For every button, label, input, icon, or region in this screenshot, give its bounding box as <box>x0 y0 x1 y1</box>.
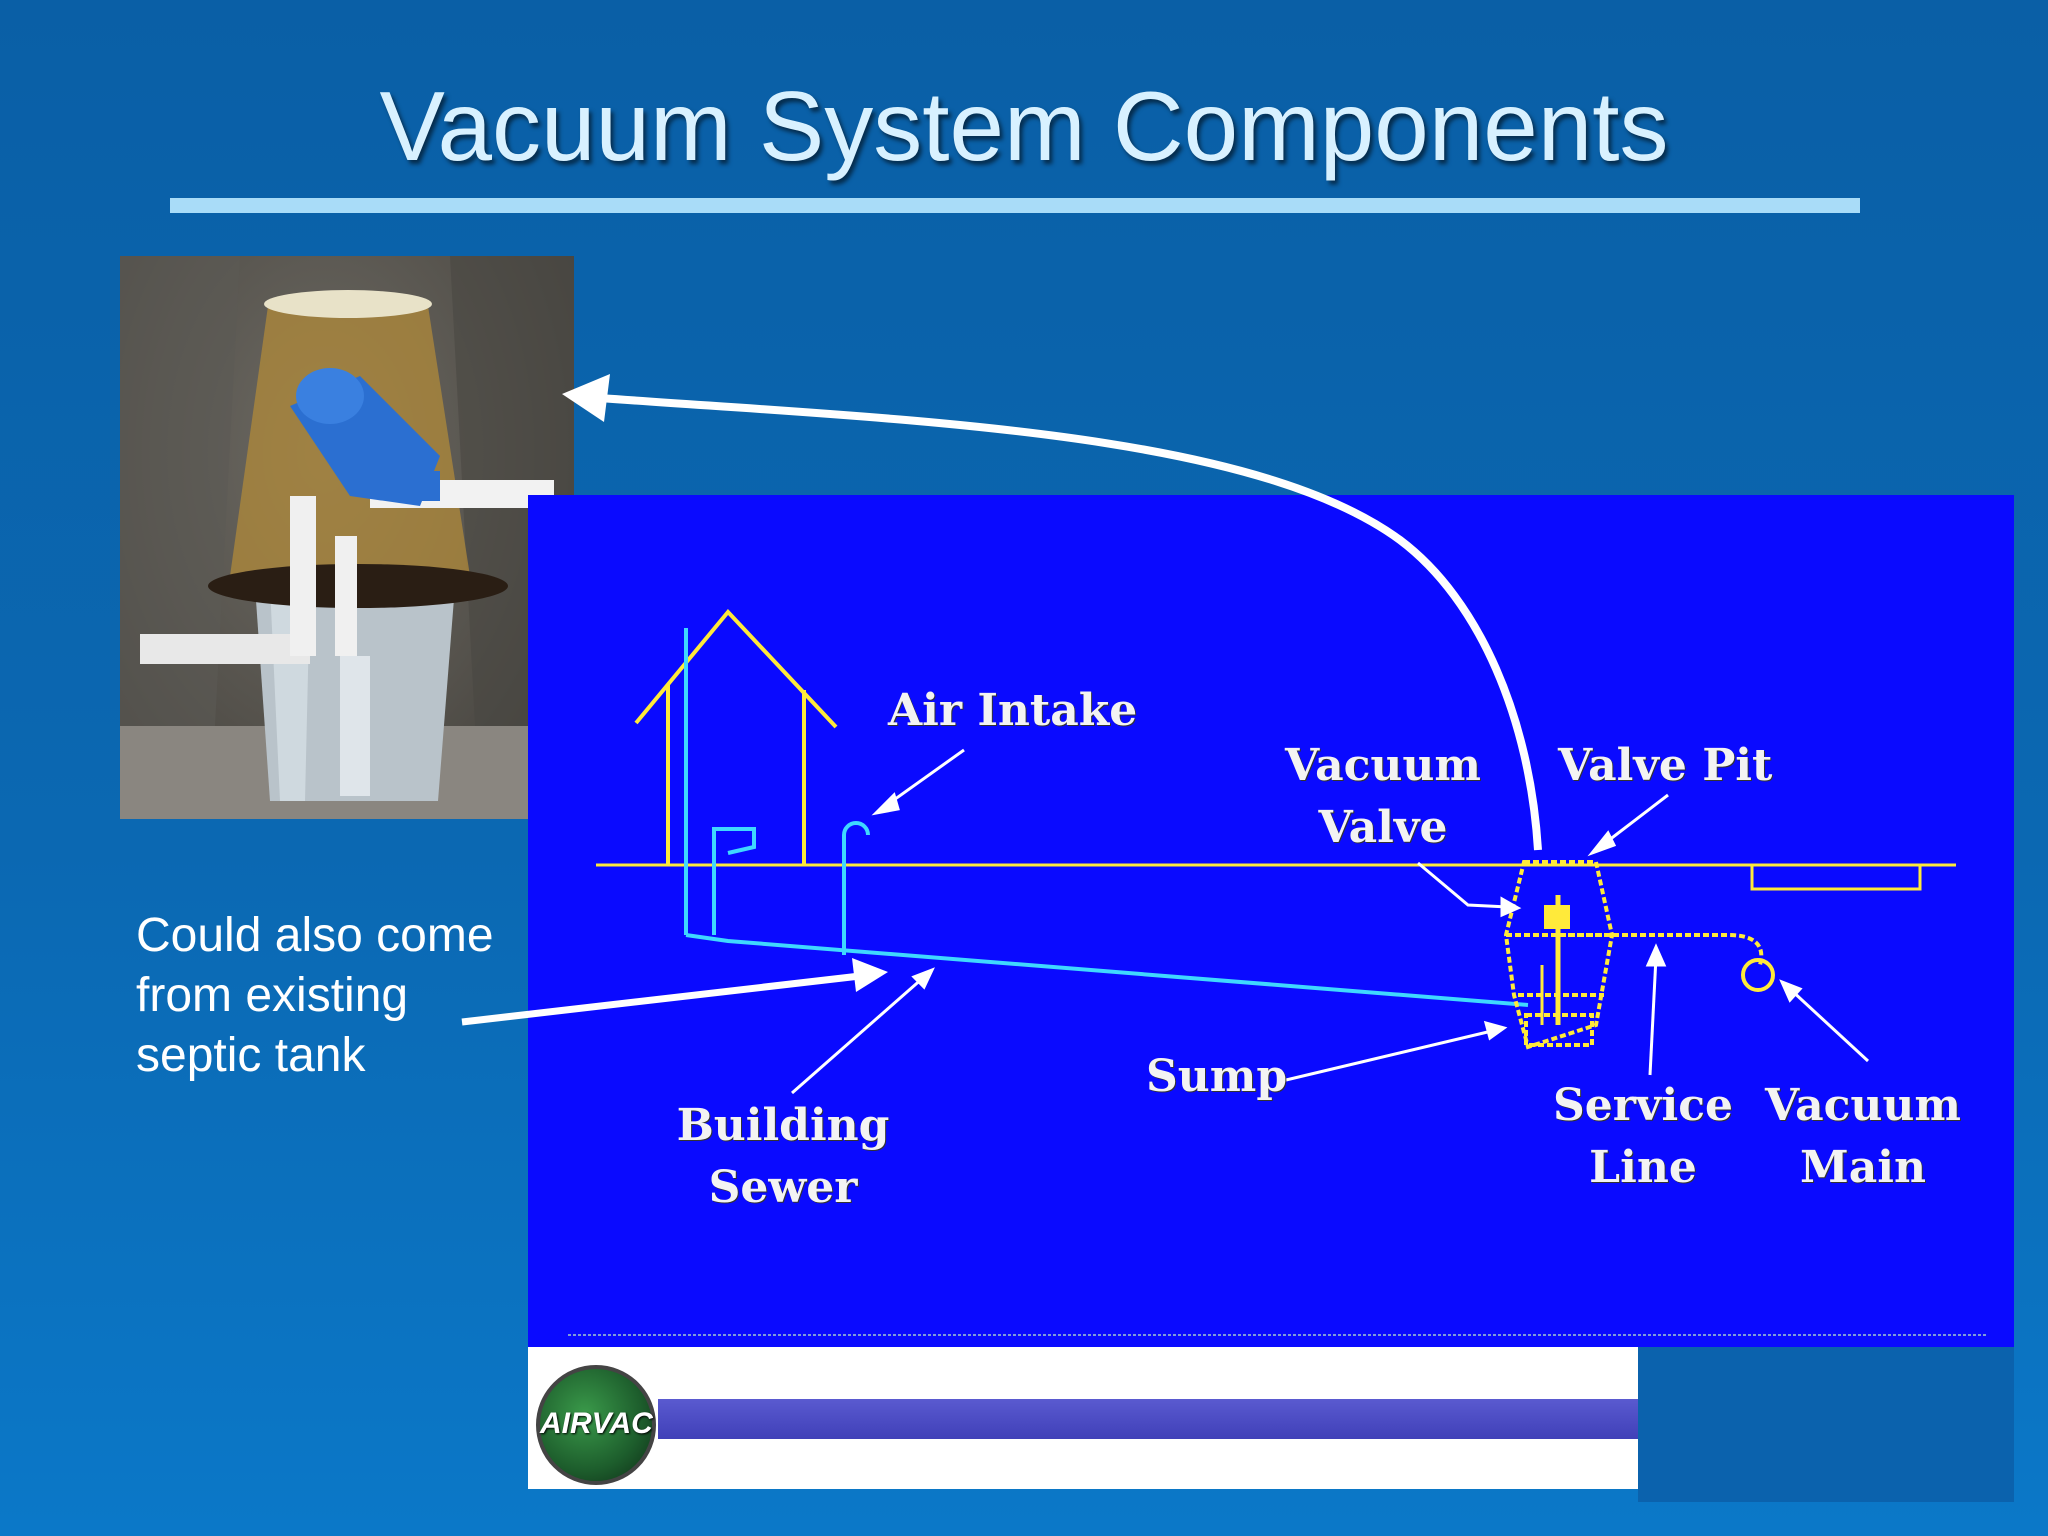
septic-note-arrow <box>461 972 861 1026</box>
airvac-logo: AIRVAC <box>536 1365 656 1485</box>
label-building-sewer-line-1: Building <box>676 1100 890 1151</box>
label-valve-pit: Valve Pit <box>1558 740 1773 791</box>
label-building-sewer-line-2: Sewer <box>708 1162 858 1213</box>
footer-band <box>658 1399 1638 1439</box>
label-service-line-line-2: Line <box>1589 1142 1697 1193</box>
label-building-sewer: Building Sewer <box>668 1095 898 1219</box>
label-vacuum-valve: Vacuum Valve <box>1268 735 1498 859</box>
label-vacuum-valve-line-1: Vacuum <box>1285 740 1481 791</box>
note-line-1: Could also come <box>136 909 494 962</box>
building-sewer-pipe <box>685 933 1529 1007</box>
note-line-2: from existing <box>136 969 409 1022</box>
septic-tank-note: Could also come from existing septic tan… <box>136 906 536 1086</box>
valve-pit-photo <box>120 256 574 819</box>
corner-panel <box>1638 1347 2014 1502</box>
label-service-line-line-1: Service <box>1552 1080 1734 1131</box>
house-outline <box>634 608 838 865</box>
label-vacuum-main-line-1: Vacuum <box>1765 1080 1961 1131</box>
diagram-footer: AIRVAC <box>528 1347 1638 1489</box>
airvac-logo-text: AIRVAC <box>540 1407 653 1440</box>
photo-pointer-arrow <box>599 394 1542 851</box>
slide-title: Vacuum System Components <box>379 71 1669 181</box>
title-divider <box>170 198 1860 213</box>
note-line-3: septic tank <box>136 1029 366 1082</box>
label-sump: Sump <box>1146 1051 1288 1102</box>
label-vacuum-main-line-2: Main <box>1800 1142 1926 1193</box>
septic-note-arrowhead <box>852 958 888 992</box>
vacuum-system-diagram: Air Intake Vacuum Valve Valve Pit Sump B… <box>528 495 2014 1347</box>
label-air-intake: Air Intake <box>888 685 1138 736</box>
photo-pointer-arrowhead <box>562 374 610 422</box>
label-service-line: Service Line <box>1538 1075 1748 1199</box>
label-vacuum-valve-line-2: Valve <box>1318 802 1448 853</box>
vacuum-main-pipe <box>1741 958 1775 992</box>
label-vacuum-main: Vacuum Main <box>1758 1075 1968 1199</box>
